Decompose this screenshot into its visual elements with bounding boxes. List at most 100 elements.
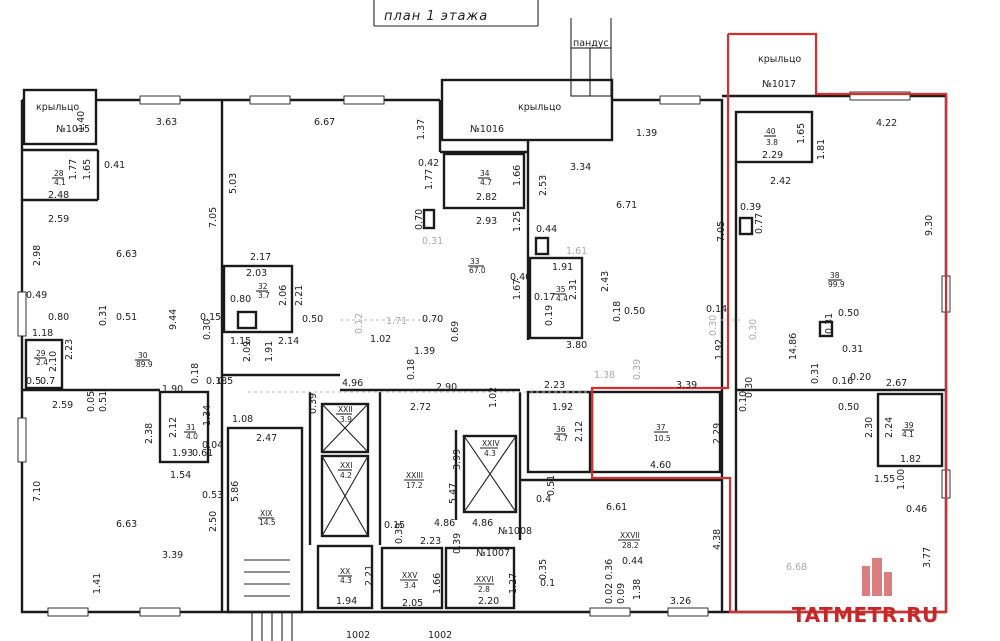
dimension-label: 0.39: [452, 533, 463, 554]
dimension-label: 0.18: [190, 363, 201, 384]
partitions: [248, 319, 740, 393]
dimension-label: 4.60: [650, 460, 671, 471]
porch-label: крыльцо: [758, 54, 801, 65]
room-number: 35: [556, 285, 566, 294]
dimension-label: 0.15: [384, 520, 405, 531]
room-number: 28: [54, 169, 64, 178]
dimension-label: 7.05: [716, 221, 727, 242]
dimension-label: 0.44: [536, 224, 557, 235]
dimension-label: 0.49: [26, 290, 47, 301]
ramp-label: пандус: [573, 38, 609, 49]
room-area: 28.2: [622, 541, 639, 550]
dimension-label: 4.22: [876, 118, 897, 129]
dimension-label: 6.71: [616, 200, 637, 211]
dimension-label: 0.5: [218, 376, 233, 387]
dimension-label: 2.21: [294, 285, 305, 306]
dimension-label: 0.39: [394, 523, 405, 544]
dimension-label: 2.42: [770, 176, 791, 187]
room-number: 30: [138, 351, 148, 360]
dimension-label: 1.39: [414, 346, 435, 357]
dimension-label: 1.18: [32, 328, 53, 339]
dimension-label: 0.70: [422, 314, 443, 325]
room-XXVII: XXVII 28.2: [618, 531, 640, 550]
dimension-label: 0.09: [616, 583, 627, 604]
dimension-label: 2.31: [568, 279, 579, 300]
dimension-label: 2.05: [402, 598, 423, 609]
dimension-label: 2.38: [144, 423, 155, 444]
dimension-label: 0.30: [202, 319, 213, 340]
dimension-label: 1.65: [796, 123, 807, 144]
porch-number: №1015: [56, 124, 90, 135]
dimension-label: 5.47: [448, 483, 459, 504]
room-area: 17.2: [406, 481, 423, 490]
dimension-label: 0.31: [824, 313, 835, 334]
room-area: 4.2: [340, 471, 352, 480]
dimension-label: 0.50: [302, 314, 323, 325]
dimension-label: 0.51: [116, 312, 137, 323]
dimension-label: 2.50: [208, 511, 219, 532]
room-area: 99.9: [828, 280, 845, 289]
door-1002-a: 1002: [346, 630, 370, 641]
dimension-label: 5.86: [230, 481, 241, 502]
room-33: 33 67.0: [468, 257, 486, 275]
dimension-label: 2.93: [476, 216, 497, 227]
room-number: XXVII: [620, 531, 640, 540]
room-30: 30 89.9: [135, 351, 153, 369]
dimension-label: 0.16: [832, 376, 853, 387]
room-XXII: XXII 3.9: [336, 405, 353, 424]
room-number: 34: [480, 169, 490, 178]
dimension-label: 0.31: [98, 305, 109, 326]
dimension-label: 3.39: [162, 550, 183, 561]
dimension-label: 0.69: [450, 321, 461, 342]
dimension-label: 7.05: [208, 207, 219, 228]
room-number: 29: [36, 349, 46, 358]
dimension-label: 6.63: [116, 249, 137, 260]
dimension-label: 2.14: [278, 336, 299, 347]
porch-label: крыльцо: [36, 102, 79, 113]
room-XXI: XXI 4.2: [338, 461, 353, 480]
dimension-label: 2.53: [538, 175, 549, 196]
dimension-label: 1.93: [172, 448, 193, 459]
dimension-label: 1.02: [370, 334, 391, 345]
room-area: 4.3: [340, 576, 352, 585]
room-area: 4.7: [556, 434, 568, 443]
dimension-label: 2.29: [762, 150, 783, 161]
dimension-label: 0.18: [206, 376, 227, 387]
dimension-label: 2.23: [64, 339, 75, 360]
dimension-label: 1.08: [232, 414, 253, 425]
dimension-label: 1.65: [82, 159, 93, 180]
dimension-label: 0.30: [708, 315, 719, 336]
dimension-label: 0.50: [838, 402, 859, 413]
dimension-label: 0.53: [202, 490, 223, 501]
porch-number: №1017: [762, 79, 796, 90]
dimension-label: 4.96: [342, 378, 363, 389]
room-area: 4.0: [186, 432, 198, 441]
dimension-label: 2.24: [884, 417, 895, 438]
room-area: 4.3: [484, 449, 496, 458]
dimension-label: 2.67: [886, 378, 907, 389]
dimension-label: 0.36: [604, 559, 615, 580]
dimension-label: 1.39: [636, 128, 657, 139]
room-area: 4.4: [556, 294, 568, 303]
room-area: 3.7: [258, 291, 270, 300]
dimension-label: 0.18: [612, 301, 623, 322]
room-area: 4.7: [480, 178, 492, 187]
room-37: 37 10.5: [654, 423, 671, 443]
room-32: 32 3.7: [256, 282, 270, 300]
dimension-label: 1.77: [424, 169, 435, 190]
dimension-label: 2.12: [168, 417, 179, 438]
porch-1016: крыльцо №1016: [440, 78, 614, 142]
dimension-label: 2.03: [246, 268, 267, 279]
dimension-label: 0.14: [706, 304, 727, 315]
dimension-label: 0.39: [740, 202, 761, 213]
dimension-label: 3.34: [570, 162, 591, 173]
dimension-label: 1.54: [170, 470, 191, 481]
room-number: 36: [556, 425, 566, 434]
dimension-label: 0.80: [230, 294, 251, 305]
dimension-label: 6.61: [606, 502, 627, 513]
dimension-label: 0.02: [604, 583, 615, 604]
room-number: 31: [186, 423, 196, 432]
room-area: 14.5: [259, 518, 276, 527]
dimension-label: 0.04: [202, 440, 223, 451]
dimension-label: 0.50: [838, 308, 859, 319]
